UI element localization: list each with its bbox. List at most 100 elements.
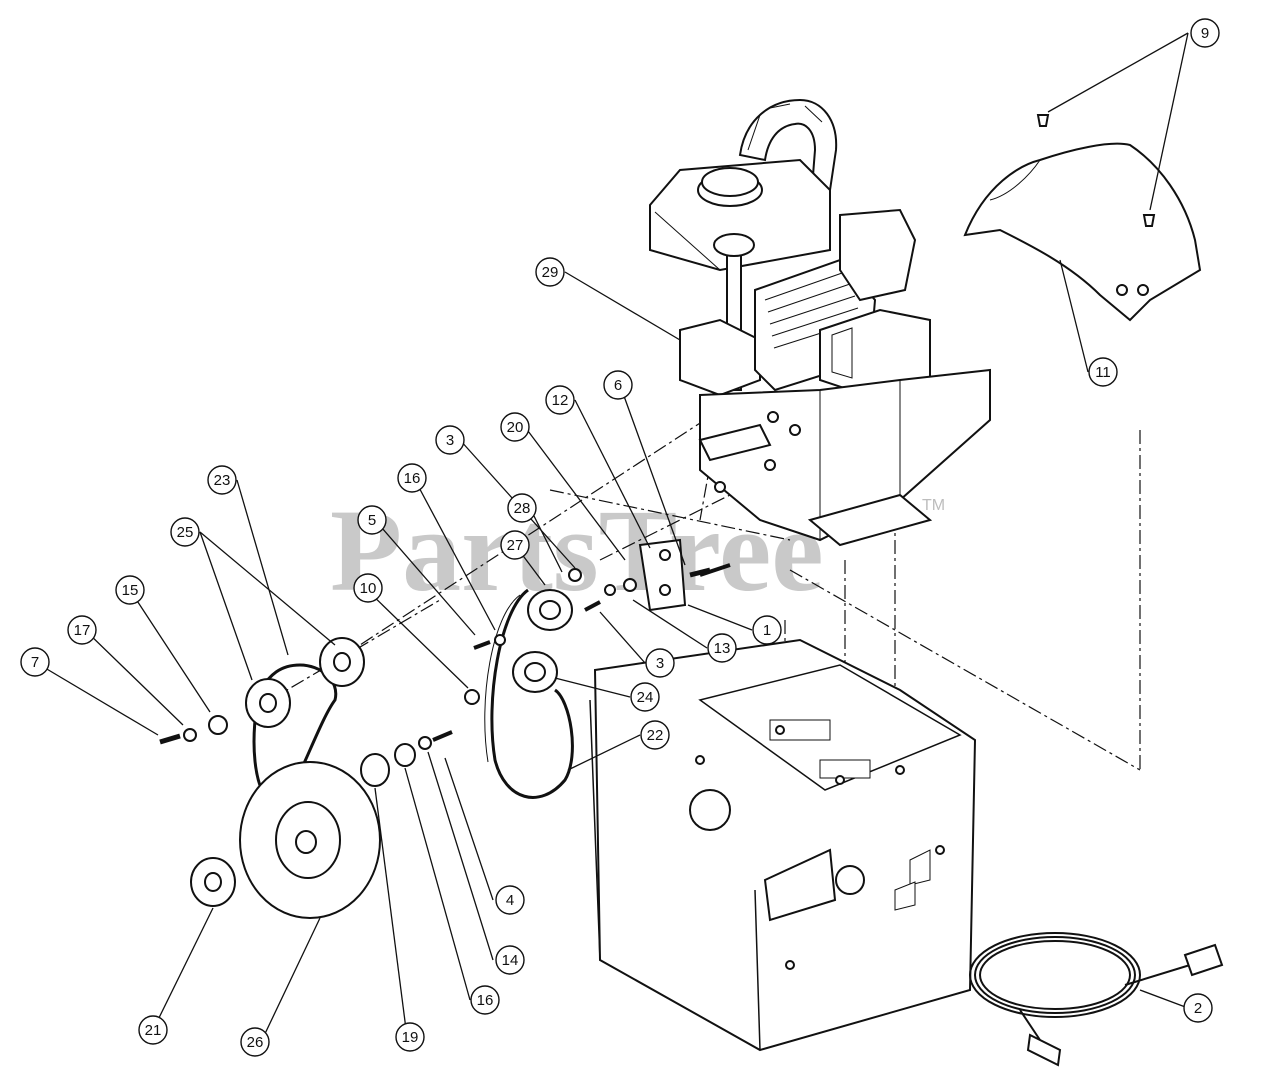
callout-26: 26: [240, 1027, 270, 1057]
callout-label: 1: [763, 622, 771, 639]
callout-circle: [67, 615, 97, 645]
callout-circle: [138, 1015, 168, 1045]
callout-circle: [1183, 993, 1213, 1023]
callout-25: 25: [170, 517, 200, 547]
screws-part-9: [1036, 114, 1156, 227]
power-cord: [969, 932, 1224, 1067]
callout-label: 28: [514, 500, 531, 517]
callout-21: 21: [138, 1015, 168, 1045]
callout-circle: [535, 257, 565, 287]
callout-label: 21: [145, 1022, 162, 1039]
callout-19: 19: [395, 1022, 425, 1052]
callout-label: 16: [477, 992, 494, 1009]
callout-circle: [645, 648, 675, 678]
callout-20: 20: [500, 412, 530, 442]
callout-7: 7: [20, 647, 50, 677]
callout-2: 2: [1183, 993, 1213, 1023]
watermark-tm: TM: [922, 497, 945, 514]
callout-28: 28: [507, 493, 537, 523]
callout-label: 22: [647, 727, 664, 744]
callout-23: 23: [207, 465, 237, 495]
callout-circle: [353, 573, 383, 603]
callout-27: 27: [500, 530, 530, 560]
callout-label: 16: [404, 470, 421, 487]
callout-label: 6: [614, 377, 622, 394]
callout-label: 27: [507, 537, 524, 554]
callout-circle: [435, 425, 465, 455]
callout-circle: [115, 575, 145, 605]
callout-circle: [500, 530, 530, 560]
callout-label: 19: [402, 1029, 419, 1046]
callout-label: 24: [637, 689, 654, 706]
idler-bracket: [638, 538, 731, 612]
callout-12: 12: [545, 385, 575, 415]
callout-circle: [395, 1022, 425, 1052]
callout-circle: [20, 647, 50, 677]
callout-label: 4: [506, 892, 514, 909]
callout-15: 15: [115, 575, 145, 605]
callout-circle: [207, 465, 237, 495]
callout-label: 29: [542, 264, 559, 281]
callout-13: 13: [707, 633, 737, 663]
auger-pulley-assembly: [159, 637, 453, 919]
frame-assembly: [589, 638, 977, 1052]
callout-circle: [1088, 357, 1118, 387]
callout-label: 20: [507, 419, 524, 436]
callout-circle: [630, 682, 660, 712]
callout-4: 4: [495, 885, 525, 915]
callout-circle: [495, 945, 525, 975]
engine-cover: [963, 142, 1202, 322]
watermark-text: PartsTree: [330, 485, 824, 616]
callout-3: 3: [645, 648, 675, 678]
callout-label: 26: [247, 1034, 264, 1051]
engine-assembly: [649, 98, 991, 547]
callout-circle: [500, 412, 530, 442]
callout-label: 11: [1095, 364, 1111, 381]
callout-22: 22: [640, 720, 670, 750]
pulleys-and-belt: [464, 567, 711, 799]
callout-24: 24: [630, 682, 660, 712]
callout-circle: [357, 505, 387, 535]
callout-circle: [495, 885, 525, 915]
callout-5: 5: [357, 505, 387, 535]
callout-circle: [240, 1027, 270, 1057]
callout-9: 9: [1190, 18, 1220, 48]
callout-circle: [707, 633, 737, 663]
callout-10: 10: [353, 573, 383, 603]
callout-circle: [752, 615, 782, 645]
callout-label: 9: [1201, 25, 1209, 42]
callout-1: 1: [752, 615, 782, 645]
callout-label: 3: [446, 432, 454, 449]
callout-label: 12: [552, 392, 569, 409]
callout-17: 17: [67, 615, 97, 645]
callout-label: 25: [177, 524, 194, 541]
partstree-watermark: PartsTree TM: [330, 485, 945, 616]
callout-circle: [507, 493, 537, 523]
callout-16: 16: [470, 985, 500, 1015]
callout-label: 2: [1194, 1000, 1202, 1017]
callout-16: 16: [397, 463, 427, 493]
callout-circle: [470, 985, 500, 1015]
callout-label: 15: [122, 582, 139, 599]
callout-circle: [1190, 18, 1220, 48]
callout-circle: [640, 720, 670, 750]
callout-label: 13: [714, 640, 731, 657]
callout-label: 10: [360, 580, 377, 597]
callout-11: 11: [1088, 357, 1118, 387]
callout-label: 17: [74, 622, 91, 639]
callout-leaders: [34, 32, 1189, 1041]
callout-14: 14: [495, 945, 525, 975]
callout-label: 5: [368, 512, 376, 529]
callout-29: 29: [535, 257, 565, 287]
callout-circle: [545, 385, 575, 415]
callout-circle: [603, 370, 633, 400]
callout-label: 23: [214, 472, 231, 489]
callout-label: 7: [31, 654, 39, 671]
callout-circle: [397, 463, 427, 493]
callout-label: 14: [502, 952, 519, 969]
callout-circle: [170, 517, 200, 547]
callout-label: 3: [656, 655, 664, 672]
callout-6: 6: [603, 370, 633, 400]
